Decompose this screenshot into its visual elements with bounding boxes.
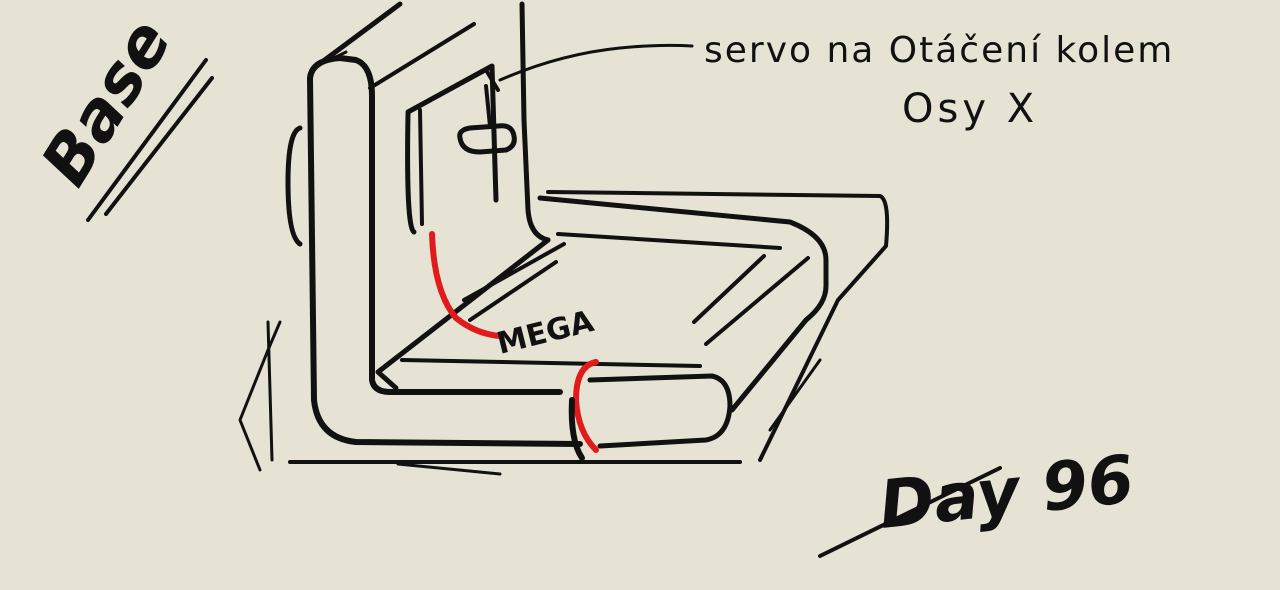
servo-annotation-line1: servo na Otáčení kolem — [704, 30, 1174, 71]
servo-annotation-line2: Osy X — [902, 86, 1038, 132]
servo-front-line — [420, 110, 422, 224]
